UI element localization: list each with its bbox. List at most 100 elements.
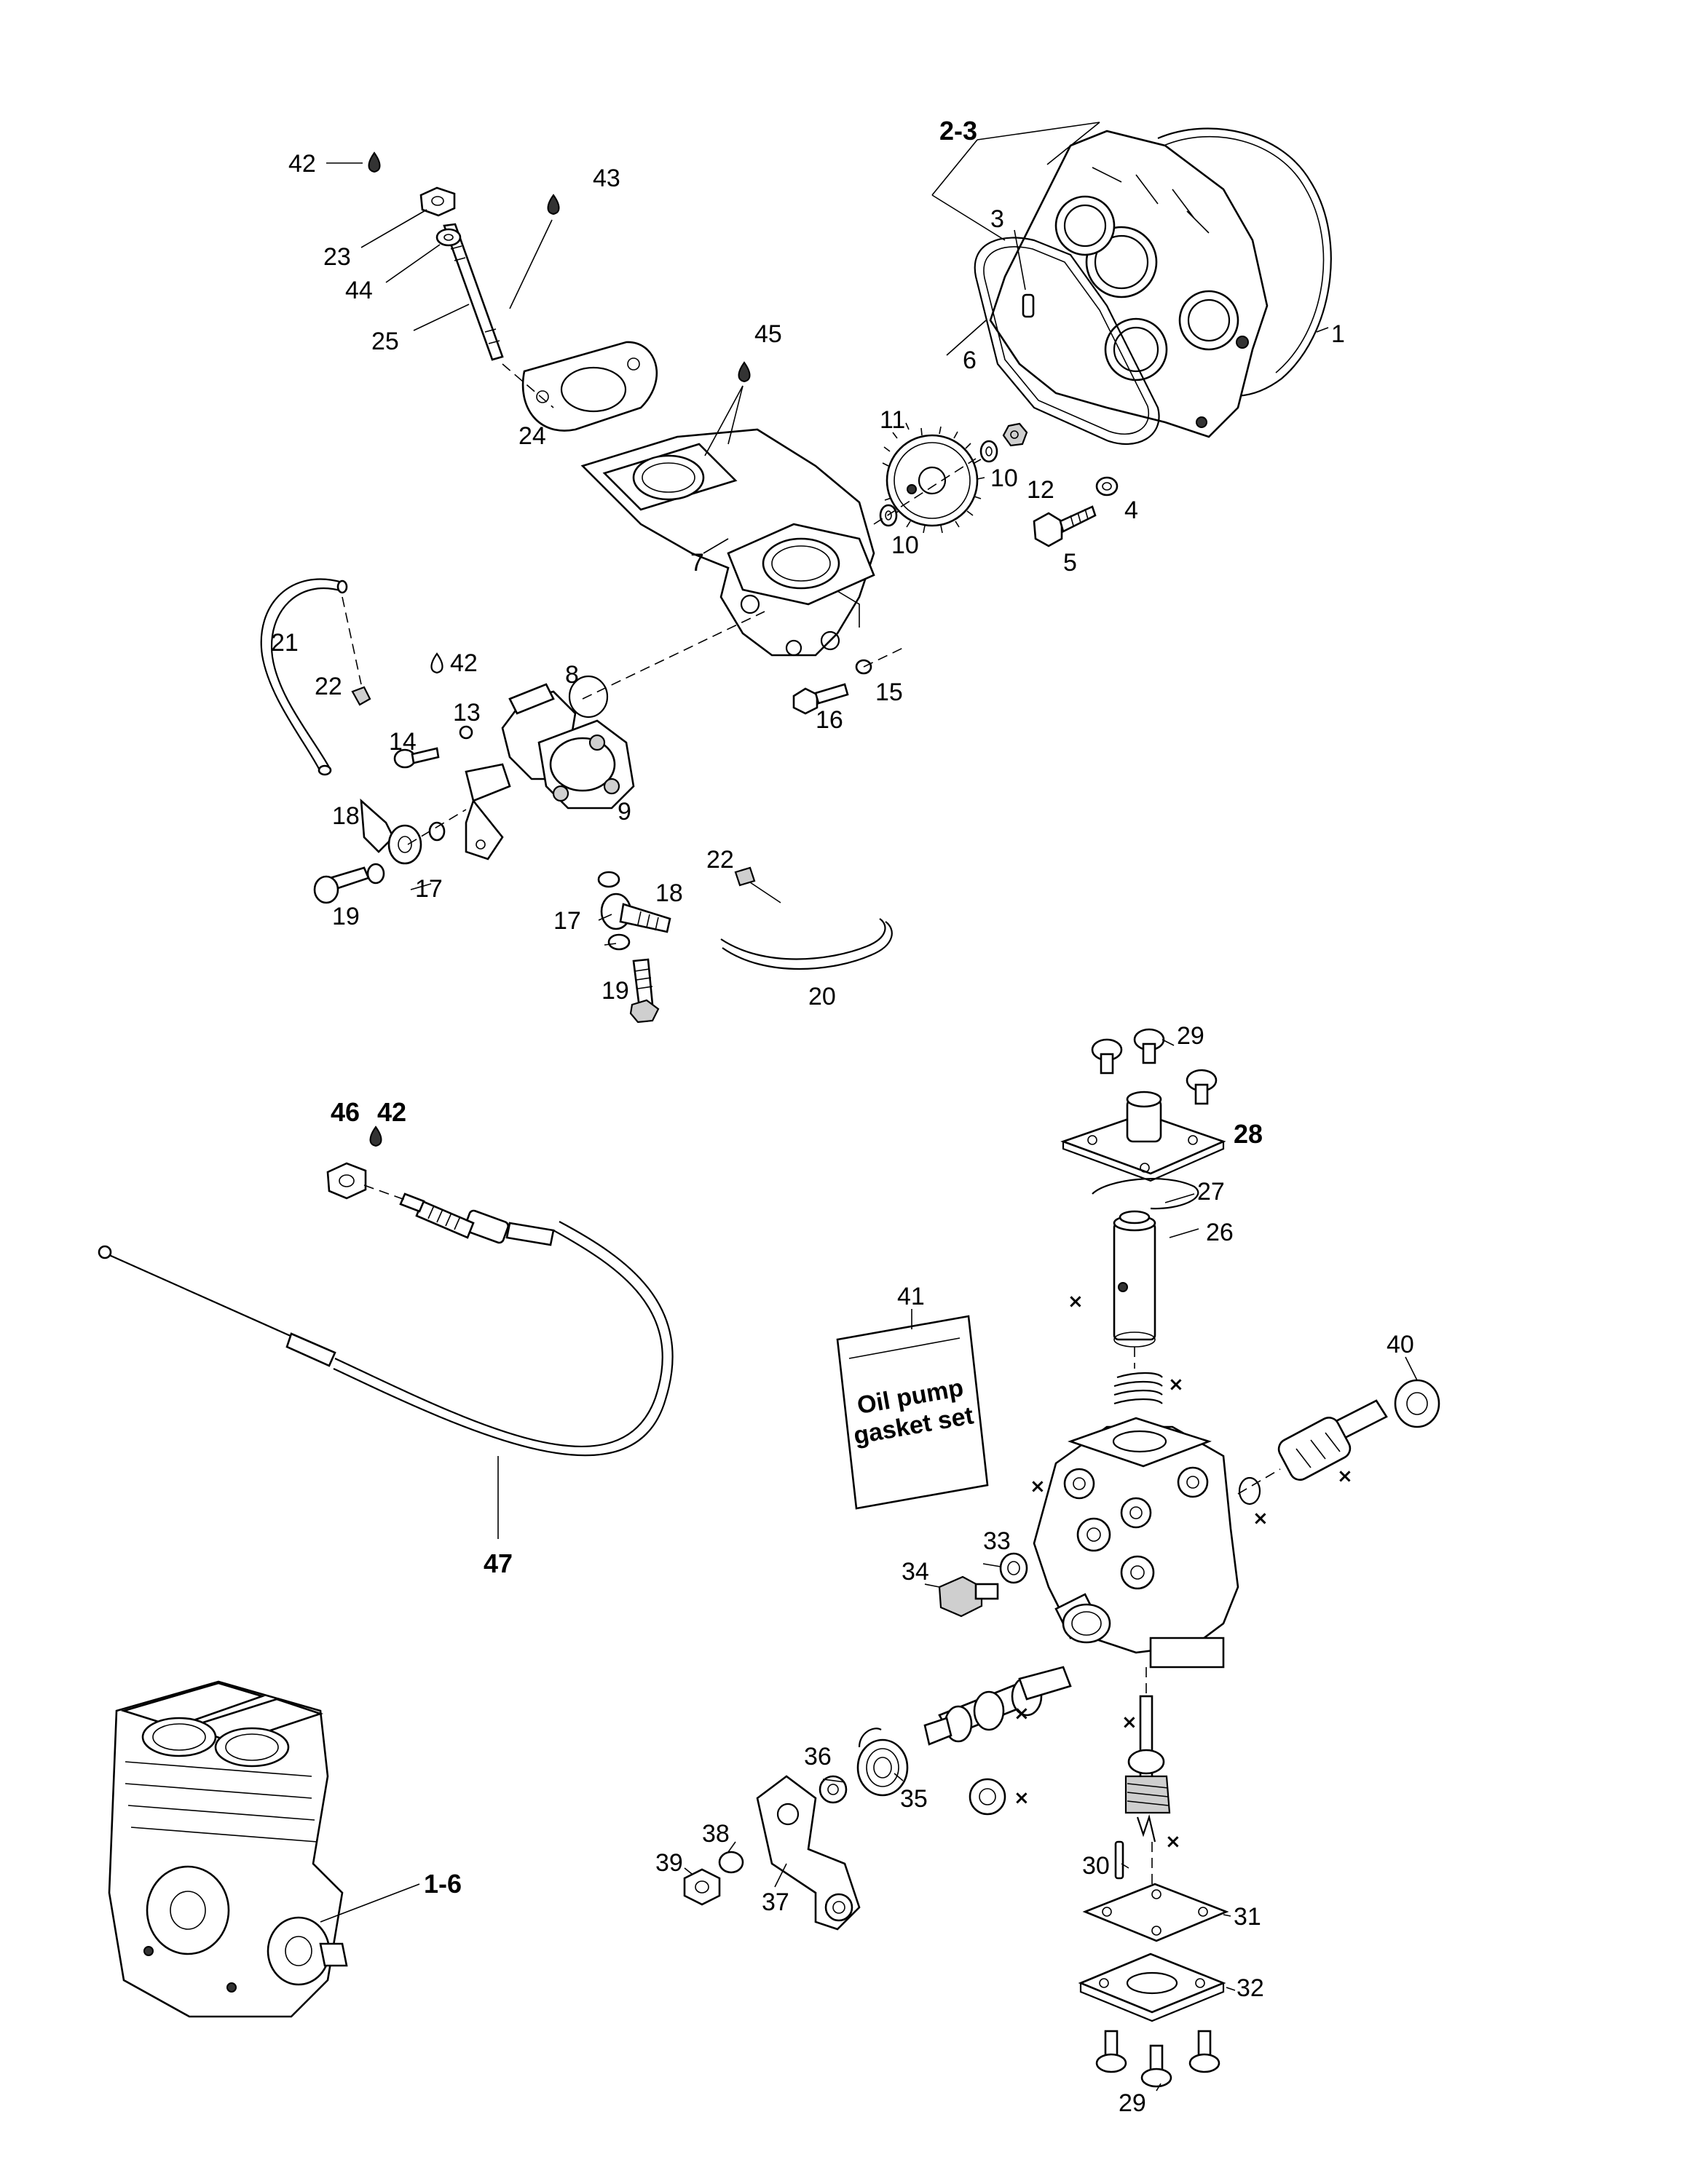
label-2-3: 2-3 bbox=[939, 116, 977, 146]
label-12: 12 bbox=[1027, 476, 1054, 504]
label-46: 46 bbox=[331, 1097, 360, 1127]
label-14: 14 bbox=[389, 728, 417, 756]
label-40: 40 bbox=[1387, 1331, 1414, 1358]
part-7-pump-support bbox=[580, 428, 875, 657]
part-5-bolt bbox=[1033, 505, 1097, 547]
kit-mark-worm-shaft: × bbox=[1121, 1712, 1137, 1733]
kit-mark-camshaft: × bbox=[1014, 1703, 1030, 1725]
label-8: 8 bbox=[565, 661, 579, 689]
drop-icon-43 bbox=[547, 194, 560, 215]
label-4: 4 bbox=[1124, 496, 1138, 524]
part-38-lock-washer bbox=[718, 1851, 744, 1874]
part-33-washer bbox=[999, 1552, 1028, 1584]
part-24-flange-gasket bbox=[521, 341, 658, 432]
camshaft-oil-seal bbox=[969, 1778, 1006, 1816]
kit-marks: × × × × × × × × × bbox=[1014, 1291, 1353, 1853]
label-19-right: 19 bbox=[602, 977, 629, 1005]
label-42-top: 42 bbox=[288, 150, 316, 178]
label-18-right: 18 bbox=[655, 879, 683, 907]
label-18-left: 18 bbox=[332, 802, 360, 830]
camshaft bbox=[923, 1666, 1072, 1746]
pump-main-body bbox=[1033, 1417, 1239, 1669]
small-o-ring-side bbox=[1238, 1476, 1261, 1506]
part-9-oil-pump bbox=[465, 683, 635, 860]
part-36-washer bbox=[819, 1775, 848, 1804]
part-17-sealing-washer-left-a bbox=[428, 821, 446, 842]
label-11: 11 bbox=[880, 406, 905, 434]
part-1-o-ring bbox=[1157, 127, 1332, 397]
label-15: 15 bbox=[875, 678, 903, 706]
drop-icon-42-top bbox=[368, 151, 381, 173]
kit-mark-side-plunger: × bbox=[1337, 1465, 1353, 1487]
label-1: 1 bbox=[1331, 320, 1345, 348]
label-10-upper: 10 bbox=[990, 464, 1018, 492]
part-39-nut bbox=[683, 1868, 721, 1906]
label-47: 47 bbox=[484, 1548, 513, 1578]
part-18-banjo-fitting-left bbox=[360, 798, 422, 865]
part-17-sealing-washer-left-b bbox=[366, 863, 385, 885]
worm-gear-shaft bbox=[1124, 1695, 1171, 1843]
label-41: 41 bbox=[897, 1283, 925, 1310]
part-29-screw-bottom-b bbox=[1140, 2044, 1172, 2088]
part-23-nut bbox=[419, 186, 456, 217]
part-47-oil-pump-cable bbox=[98, 1184, 674, 1539]
label-1-6: 1-6 bbox=[424, 1869, 462, 1899]
label-22-left: 22 bbox=[315, 673, 342, 700]
label-6: 6 bbox=[963, 347, 977, 374]
kit-mark-plunger: × bbox=[1068, 1291, 1084, 1313]
part-27-circlip bbox=[1092, 1177, 1199, 1210]
part-6-cover-gasket bbox=[974, 237, 1160, 446]
label-29-bottom: 29 bbox=[1119, 2089, 1146, 2117]
part-20-hose bbox=[720, 918, 893, 970]
part-34-plug bbox=[938, 1575, 999, 1618]
part-30-pin bbox=[1114, 1840, 1124, 1880]
label-27: 27 bbox=[1197, 1178, 1225, 1206]
label-17-left: 17 bbox=[415, 875, 443, 903]
part-19-banjo-bolt-right bbox=[629, 958, 660, 1024]
part-41-gasket-kit-card bbox=[836, 1309, 989, 1510]
label-7: 7 bbox=[690, 549, 704, 577]
part-labels: 42 43 23 44 25 24 45 2-3 3 1 6 11 10 12 … bbox=[271, 116, 1414, 2117]
label-31: 31 bbox=[1234, 1903, 1261, 1931]
part-16-bolt bbox=[792, 683, 849, 715]
label-44: 44 bbox=[345, 277, 373, 304]
part-29-screw-top-c bbox=[1186, 1069, 1218, 1105]
label-33: 33 bbox=[983, 1527, 1011, 1555]
label-25: 25 bbox=[371, 328, 399, 355]
label-45: 45 bbox=[754, 320, 782, 348]
part-18-banjo-fitting-right bbox=[600, 893, 671, 933]
part-14-screw bbox=[393, 747, 440, 769]
label-16: 16 bbox=[816, 706, 843, 734]
part-46-jam-nut bbox=[326, 1162, 367, 1200]
part-29-screw-top-b bbox=[1133, 1028, 1165, 1064]
part-19-banjo-bolt-left bbox=[313, 866, 370, 904]
label-5: 5 bbox=[1063, 549, 1077, 577]
part-3-dowel-pin bbox=[1014, 229, 1035, 318]
side-plunger bbox=[1277, 1399, 1388, 1481]
part-31-base-gasket bbox=[1082, 1883, 1229, 1942]
part-11-drive-gear bbox=[882, 422, 985, 534]
part-29-screw-bottom-c bbox=[1188, 2030, 1220, 2073]
part-37-pump-lever bbox=[756, 1775, 861, 1931]
label-36: 36 bbox=[804, 1743, 832, 1770]
label-26: 26 bbox=[1206, 1219, 1234, 1246]
label-35: 35 bbox=[900, 1785, 928, 1813]
label-3: 3 bbox=[990, 205, 1004, 233]
part-10-washer-upper bbox=[979, 440, 998, 463]
label-39: 39 bbox=[655, 1849, 683, 1877]
part-21-hose bbox=[260, 578, 348, 776]
label-9: 9 bbox=[618, 798, 631, 826]
part-44-washer bbox=[435, 228, 462, 247]
label-13: 13 bbox=[453, 699, 481, 727]
part-32-base-plate bbox=[1078, 1952, 1226, 2022]
drop-icon-42-cable bbox=[369, 1125, 382, 1147]
label-30: 30 bbox=[1082, 1852, 1110, 1880]
part-28-pump-cover bbox=[1060, 1091, 1226, 1182]
label-42-cable: 42 bbox=[377, 1097, 406, 1127]
part-45-sealant-marker bbox=[738, 361, 751, 383]
kit-mark-cam-seal: × bbox=[1014, 1787, 1030, 1809]
part-8-o-ring bbox=[568, 675, 609, 719]
leader-lines-bottom bbox=[684, 1039, 1418, 2092]
part-22-clamp-right bbox=[734, 866, 756, 887]
part-17-sealing-washer-right-a bbox=[597, 871, 620, 888]
